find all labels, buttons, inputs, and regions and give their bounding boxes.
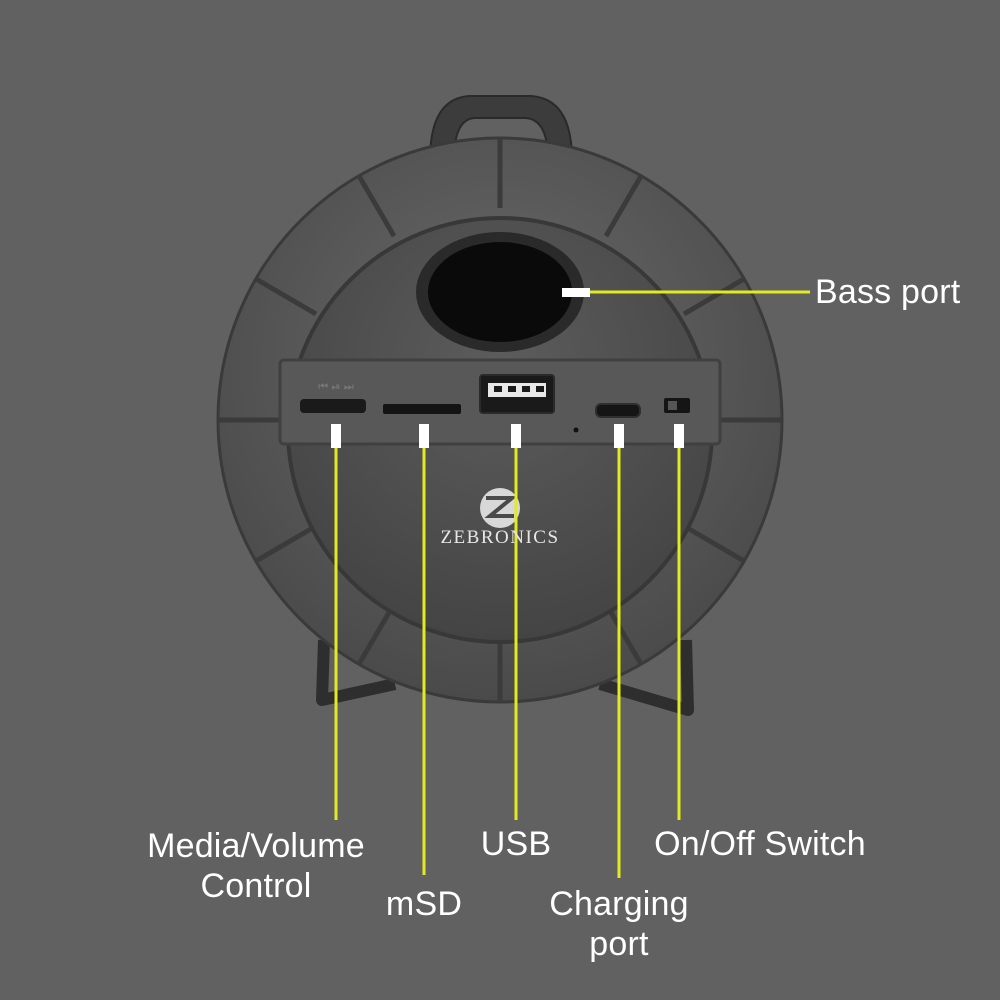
label-media-volume-line2: Control xyxy=(200,867,312,905)
marker-msd xyxy=(419,424,429,448)
marker-usb xyxy=(511,424,521,448)
media-buttons: ⏮ ⏯ ⏭ xyxy=(300,380,366,413)
label-onoff-switch: On/Off Switch xyxy=(654,825,866,863)
label-bass-port: Bass port xyxy=(815,273,961,311)
marker-bass-port xyxy=(562,288,590,297)
marker-onoff xyxy=(674,424,684,448)
marker-charging xyxy=(614,424,624,448)
brand-name: ZEBRONICS xyxy=(440,527,560,548)
bass-port-opening xyxy=(428,242,572,342)
label-charging-line2: port xyxy=(589,925,649,963)
label-media-volume: Media/Volume Control xyxy=(136,826,376,906)
mic-hole xyxy=(573,427,579,433)
stand-legs xyxy=(316,639,694,716)
label-usb: USB xyxy=(480,825,552,863)
msd-slot xyxy=(383,404,461,414)
marker-media xyxy=(331,424,341,448)
onoff-switch xyxy=(664,398,690,413)
callout-lines xyxy=(334,290,810,878)
charging-port xyxy=(595,403,641,418)
label-charging-port: Charging port xyxy=(529,884,709,964)
label-media-volume-line1: Media/Volume xyxy=(147,827,365,865)
callout-markers xyxy=(331,288,684,448)
svg-text:⏮ ⏯ ⏭: ⏮ ⏯ ⏭ xyxy=(318,380,354,393)
label-charging-line1: Charging xyxy=(549,885,689,923)
label-msd: mSD xyxy=(385,885,463,923)
zebronics-logo-icon xyxy=(480,488,520,528)
usb-port xyxy=(479,374,555,414)
